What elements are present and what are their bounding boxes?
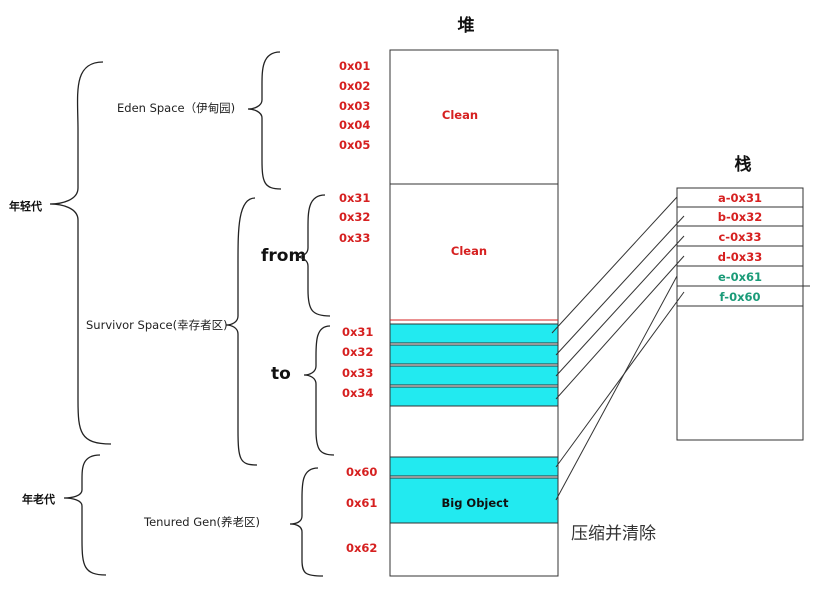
- to-object-0x32: [389, 344, 559, 365]
- pointer-a: [551, 196, 678, 334]
- stack-entry: f-0x60: [720, 290, 761, 304]
- from-brace: [295, 194, 331, 317]
- old-object-0x60: [389, 456, 559, 477]
- stack-entry: e-0x61: [718, 270, 762, 284]
- young-gen-label: 年轻代: [9, 199, 42, 213]
- survivor-space-label: Survivor Space(幸存者区): [86, 318, 228, 332]
- to-address: 0x34: [342, 386, 373, 400]
- stack-entry: d-0x33: [718, 250, 762, 264]
- old-gen-label: 年老代: [22, 492, 55, 506]
- eden-brace: [247, 51, 282, 190]
- big-object: [389, 477, 559, 524]
- stack-entry: b-0x32: [718, 210, 762, 224]
- old-address: 0x61: [346, 496, 377, 510]
- eden-address: 0x02: [339, 79, 370, 93]
- old-address: 0x60: [346, 465, 377, 479]
- young-gen-brace: [49, 61, 112, 445]
- eden-address: 0x03: [339, 99, 370, 113]
- big-object-label: Big Object: [441, 496, 509, 510]
- eden-address: 0x05: [339, 138, 370, 152]
- to-address: 0x32: [342, 345, 373, 359]
- pointer-f: [555, 291, 685, 468]
- from-label: from: [261, 246, 306, 266]
- tenured-gen-label: Tenured Gen(养老区): [143, 515, 260, 529]
- stack-column: [676, 187, 804, 441]
- to-object-0x33: [389, 365, 559, 386]
- tenured-brace: [289, 467, 324, 577]
- to-address: 0x33: [342, 366, 373, 380]
- stack-entry: c-0x33: [718, 230, 761, 244]
- to-label: to: [271, 364, 291, 384]
- old-address: 0x62: [346, 541, 377, 555]
- to-address: 0x31: [342, 325, 373, 339]
- pointer-c: [555, 235, 685, 377]
- eden-space-label: Eden Space（伊甸园): [117, 101, 235, 115]
- to-object-0x34: [389, 386, 559, 407]
- from-address: 0x32: [339, 210, 370, 224]
- eden-address: 0x01: [339, 59, 370, 73]
- from-address: 0x31: [339, 191, 370, 205]
- pointer-d: [555, 255, 685, 400]
- to-object-0x31: [389, 323, 559, 344]
- eden-address: 0x04: [339, 118, 370, 132]
- to-brace: [303, 325, 335, 456]
- from-address: 0x33: [339, 231, 370, 245]
- pointer-e: [555, 275, 678, 501]
- stack-entry: a-0x31: [718, 191, 762, 205]
- survivor-brace: [225, 197, 258, 466]
- pointer-b: [555, 215, 685, 356]
- compact-and-clear-note: 压缩并清除: [571, 524, 656, 544]
- eden-clean-label: Clean: [442, 108, 478, 122]
- from-clean-label: Clean: [451, 244, 487, 258]
- old-gen-brace: [63, 454, 107, 576]
- heap-title: 堆: [458, 15, 475, 36]
- stack-title: 栈: [735, 154, 752, 175]
